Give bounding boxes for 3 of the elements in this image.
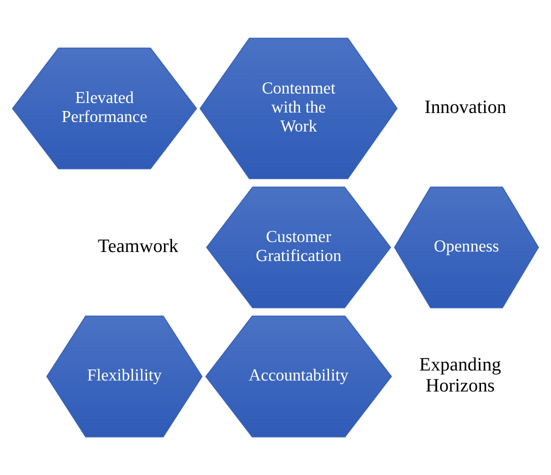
- label: Expanding Horizons: [419, 354, 502, 397]
- label: Innovation: [424, 97, 506, 118]
- label: Teamwork: [98, 236, 178, 258]
